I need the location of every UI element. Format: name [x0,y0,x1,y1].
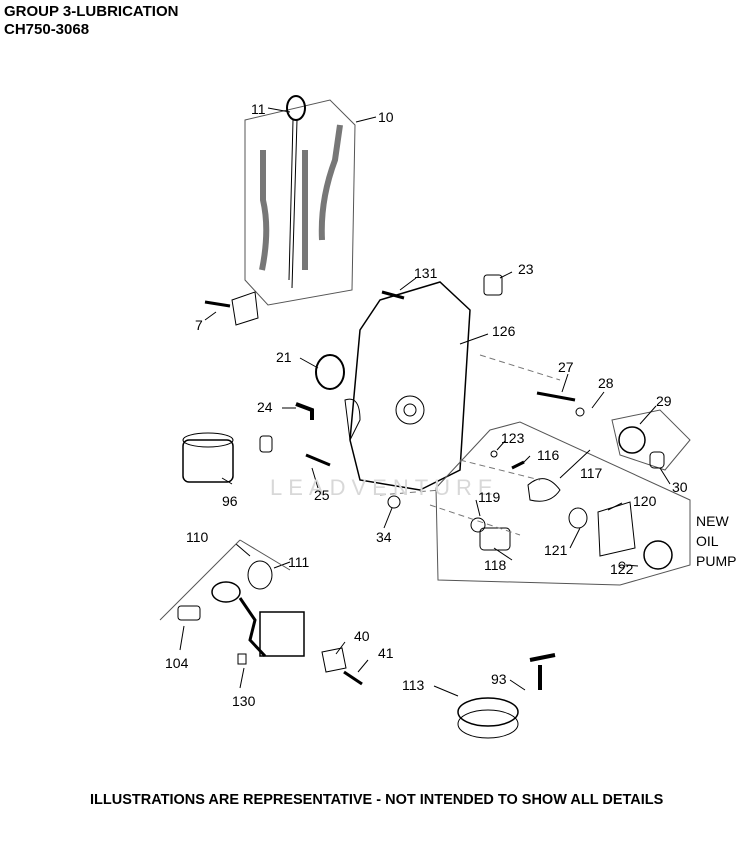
callout-29: 29 [656,393,672,409]
new-oil-pump-box [435,421,691,586]
callout-23: 23 [518,261,534,277]
callout-96: 96 [222,493,238,509]
oil-pressure-switch [483,274,503,296]
callout-121: 121 [544,542,568,558]
callout-113: 113 [402,677,425,693]
callout-122: 122 [610,561,634,577]
closure-plate-bore [395,395,425,425]
oil-filter-top [182,432,234,448]
cooler-adapter [211,581,241,603]
callout-27: 27 [558,359,574,375]
callout-111: 111 [288,554,309,570]
pump-shaft [536,391,576,402]
hose-fitting-93 [529,653,556,690]
pump-gear [618,426,646,454]
part-123 [490,450,498,458]
washer-34 [387,495,401,509]
new-oil-pump-line-3: PUMP [696,553,736,569]
bolt-131 [381,290,405,300]
nut-130 [237,653,247,665]
closure-plate [349,281,471,491]
callout-110: 110 [186,529,209,545]
diagram-title: GROUP 3-LUBRICATION [4,3,179,20]
callout-93: 93 [491,671,507,687]
callout-40: 40 [354,628,370,644]
cooler-tube [238,597,267,658]
closure-plate-bore-inner [403,403,417,417]
dipstick-rod [288,119,298,289]
callout-11: 11 [251,101,266,117]
callout-41: 41 [378,645,394,661]
dipstick-tube-right [318,124,343,241]
oil-cooler [259,611,305,657]
filter-adapter-base [457,709,519,739]
bracket [231,291,259,326]
callout-28: 28 [598,375,614,391]
callout-120: 120 [633,493,657,509]
callout-24: 24 [257,399,273,415]
screw-122 [618,561,626,569]
oil-seal [315,354,345,390]
gasket-117 [527,478,561,502]
bolt-41 [343,670,363,686]
alignment-lines [379,354,561,536]
clamp-40 [321,647,347,673]
o-ring-111 [247,560,273,590]
new-oil-pump-line-1: NEW [696,513,729,529]
pump-cover [597,501,636,557]
bracket-bolt [204,300,231,308]
callout-131: 131 [414,265,438,281]
callout-7: 7 [195,317,203,333]
pump-drive-gear [643,540,673,570]
callout-116: 116 [537,447,560,463]
filter-nipple [259,435,273,453]
callout-21: 21 [276,349,292,365]
callout-119: 119 [478,489,501,505]
pin-28 [575,407,585,417]
closure-plate-boss [344,398,361,442]
gear-shaft-30 [649,451,665,469]
dipstick-tube-left [259,150,270,271]
callout-117: 117 [580,465,603,481]
pickup-screen [479,527,511,551]
elbow-fitting [295,402,314,420]
dipstick-handle [286,95,306,121]
cooler-group-box [159,539,291,621]
o-ring-119 [470,517,486,533]
callout-104: 104 [165,655,189,671]
callout-123: 123 [501,430,525,446]
callout-34: 34 [376,529,392,545]
filter-adapter [457,697,519,727]
bushing-121 [568,507,588,529]
watermark: LEADVENTURE [270,475,499,500]
callout-10: 10 [378,109,394,125]
callout-25: 25 [314,487,330,503]
callout-118: 118 [484,557,507,573]
fitting-104 [177,605,201,621]
new-oil-pump-line-2: OIL [696,533,719,549]
callout-130: 130 [232,693,256,709]
callout-126: 126 [492,323,516,339]
dipstick-group-box [244,99,356,306]
bolt-25 [305,453,331,467]
oil-filter [182,439,234,483]
gear-group-box [611,409,691,471]
model-number: CH750-3068 [4,21,90,38]
disclaimer-note: ILLUSTRATIONS ARE REPRESENTATIVE - NOT I… [90,792,664,808]
spring-116 [511,460,525,470]
callout-30: 30 [672,479,688,495]
